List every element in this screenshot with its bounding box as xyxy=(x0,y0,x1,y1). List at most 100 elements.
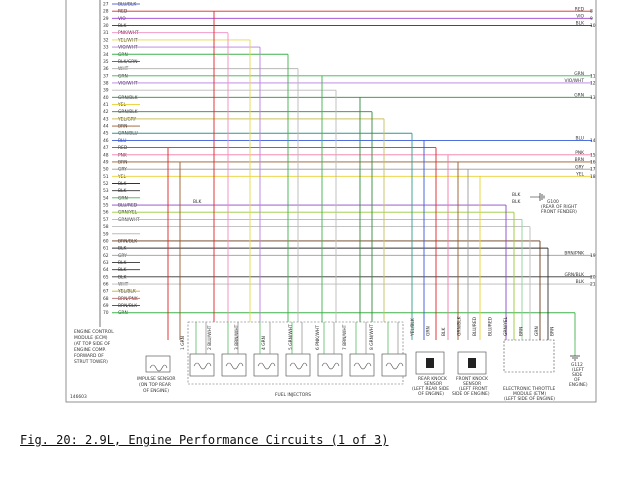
wire-color-label: BLK xyxy=(118,274,126,280)
wire-color-label: BRN/PNK xyxy=(118,296,138,302)
right-connector-number: 17 xyxy=(590,167,596,173)
sensor-wire-label: GRN xyxy=(534,326,540,336)
right-wire-label: GRY xyxy=(575,164,584,170)
wire-color-label: YEL/BLK xyxy=(117,289,136,295)
wire-color-label: GRN/BLK xyxy=(118,95,138,101)
wire-color-label: BLK xyxy=(118,188,126,194)
pin-number: 33 xyxy=(103,45,109,51)
right-connector-number: 11 xyxy=(590,73,596,79)
pin-number: 69 xyxy=(103,303,109,309)
wire-color-label: WHT xyxy=(118,66,129,72)
right-wire-label: VIO xyxy=(576,14,584,20)
pin-number: 66 xyxy=(103,282,109,288)
front-knock-label-line: (LEFT FRONT xyxy=(459,386,488,392)
wire-color-label: GRN/WHT xyxy=(118,217,140,223)
pin-number: 35 xyxy=(103,59,109,65)
pin-number: 44 xyxy=(103,124,109,130)
fuel-injector xyxy=(221,322,247,377)
right-connector-number: 18 xyxy=(590,174,596,180)
wire-color-label: GRN xyxy=(118,73,128,79)
pin-number: 51 xyxy=(103,174,109,180)
wire-color-label: WHT xyxy=(118,282,129,288)
wire-color-label: BRN/BLK xyxy=(118,238,137,244)
pin-number: 47 xyxy=(103,145,109,151)
wire-color-label: VIO xyxy=(118,16,126,22)
throttle-label-line: (LEFT SIDE OF ENGINE) xyxy=(504,396,555,402)
wire-color-label: VIO/WHT xyxy=(118,45,138,51)
pin-number: 50 xyxy=(103,167,109,173)
pin-number: 70 xyxy=(103,310,109,316)
pin-number: 64 xyxy=(103,267,109,273)
sensor-wire-label: BRN xyxy=(519,327,525,336)
injector-wire-label: 3 BRN/WHT xyxy=(234,324,240,350)
pin-number: 43 xyxy=(103,116,109,122)
sensor-wire-label: BRN xyxy=(550,327,556,336)
pin-row: 33 VIO/WHT xyxy=(103,45,260,51)
ecm-label-line: ENGINE COMP. xyxy=(74,347,106,353)
wire-color-label: BLK xyxy=(118,260,126,266)
injector-wire-label: 7 BRN/WHT xyxy=(342,324,348,350)
fuel-injector xyxy=(317,322,343,377)
pin-number: 54 xyxy=(103,195,109,201)
pin-number: 63 xyxy=(103,260,109,266)
blk-ground-label: BLK xyxy=(512,199,520,205)
fuel-injector xyxy=(349,322,375,377)
pin-number: 45 xyxy=(103,131,109,137)
injector-wire-label: 5 GRN/WHT xyxy=(288,324,294,350)
wire-color-label: BLU/BLK xyxy=(118,2,136,8)
injector-wire-label: 2 BLU/WHT xyxy=(207,325,213,350)
ground-g100: G100 (REAR OF RIGHT FRONT FENDER) xyxy=(530,193,577,215)
pin-number: 40 xyxy=(103,95,109,101)
wire-color-label: BRN xyxy=(118,124,127,130)
g112-label-line: (LEFT xyxy=(572,367,584,373)
wire-color-label: VIO/WHT xyxy=(118,80,138,86)
throttle-label-line: ELECTRONIC THROTTLE xyxy=(503,386,556,392)
g112-label-line: G112 xyxy=(571,362,583,368)
injector-harness-box xyxy=(187,321,404,385)
pin-number: 57 xyxy=(103,217,109,223)
pin-number: 55 xyxy=(103,203,109,209)
wire-color-label: GRN/BLK xyxy=(118,109,138,115)
pin-number: 27 xyxy=(103,2,109,8)
wire-color-label: GRY xyxy=(118,253,127,259)
g112-label-line: SIDE xyxy=(572,372,582,378)
diagram-frame xyxy=(65,0,597,403)
wire-color-label: BLK xyxy=(118,267,126,273)
rear-knock-label-line: (LEFT REAR SIDE xyxy=(412,386,449,392)
impulse-label-line: OF ENGINE) xyxy=(143,388,169,394)
wire-color-label: BRN xyxy=(118,159,127,165)
right-connector-number: 19 xyxy=(590,253,596,259)
right-wire-label: VIO/WHT xyxy=(564,78,584,84)
pin-number: 68 xyxy=(103,296,109,302)
throttle-label-line: MODULE (ETM) xyxy=(513,391,546,397)
rear-knock-label-line: OF ENGINE) xyxy=(418,391,444,397)
wire-color-label: RED xyxy=(118,9,128,15)
ground-g112: G112 (LEFT SIDE OF ENGINE) xyxy=(569,340,588,388)
pin-number: 34 xyxy=(103,52,109,58)
rear-knock-sensor: REAR KNOCK SENSOR (LEFT REAR SIDE OF ENG… xyxy=(412,351,449,397)
wire-color-label: YEL/WHT xyxy=(117,37,138,43)
wire-color-label: GRN xyxy=(118,310,128,316)
right-wire-label: GRN/BLK xyxy=(564,272,584,278)
pin-number: 39 xyxy=(103,88,109,94)
pin-number: 31 xyxy=(103,30,109,36)
fuel-injector xyxy=(189,322,215,377)
wire-color-label: YEL/GRY xyxy=(117,116,137,122)
pin-number: 52 xyxy=(103,181,109,187)
right-connector-number: 14 xyxy=(590,138,596,144)
pin-number: 30 xyxy=(103,23,109,29)
g112-label-line: OF xyxy=(574,377,580,383)
pin-row: 64 BLK xyxy=(103,267,140,273)
